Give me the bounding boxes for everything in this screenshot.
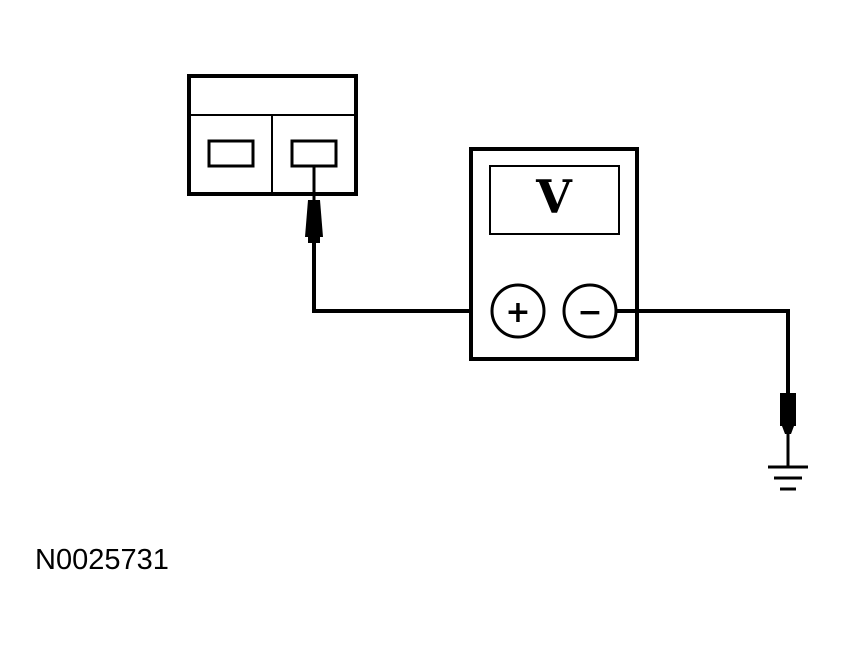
connector-pin-cavity-right — [290, 139, 338, 168]
negative-probe-tip — [782, 426, 794, 434]
positive-probe-boot — [308, 237, 320, 243]
voltmeter-symbol: V — [535, 170, 573, 224]
ground-icon — [768, 465, 808, 491]
positive-terminal-icon — [490, 283, 546, 339]
connector-pin-cavity-left — [207, 139, 255, 168]
connector — [187, 74, 358, 196]
negative-test-lead — [616, 309, 796, 467]
positive-test-lead — [305, 166, 492, 313]
positive-lead-wire — [312, 243, 492, 313]
voltmeter-display — [489, 165, 620, 235]
negative-probe-icon — [780, 393, 796, 426]
negative-lead-wire — [616, 309, 790, 393]
figure-id-label: N0025731 — [35, 544, 169, 576]
voltmeter: V + − — [469, 147, 639, 361]
negative-terminal-label: − — [577, 295, 602, 330]
positive-terminal-label: + — [505, 295, 530, 330]
positive-probe-icon — [305, 200, 323, 237]
